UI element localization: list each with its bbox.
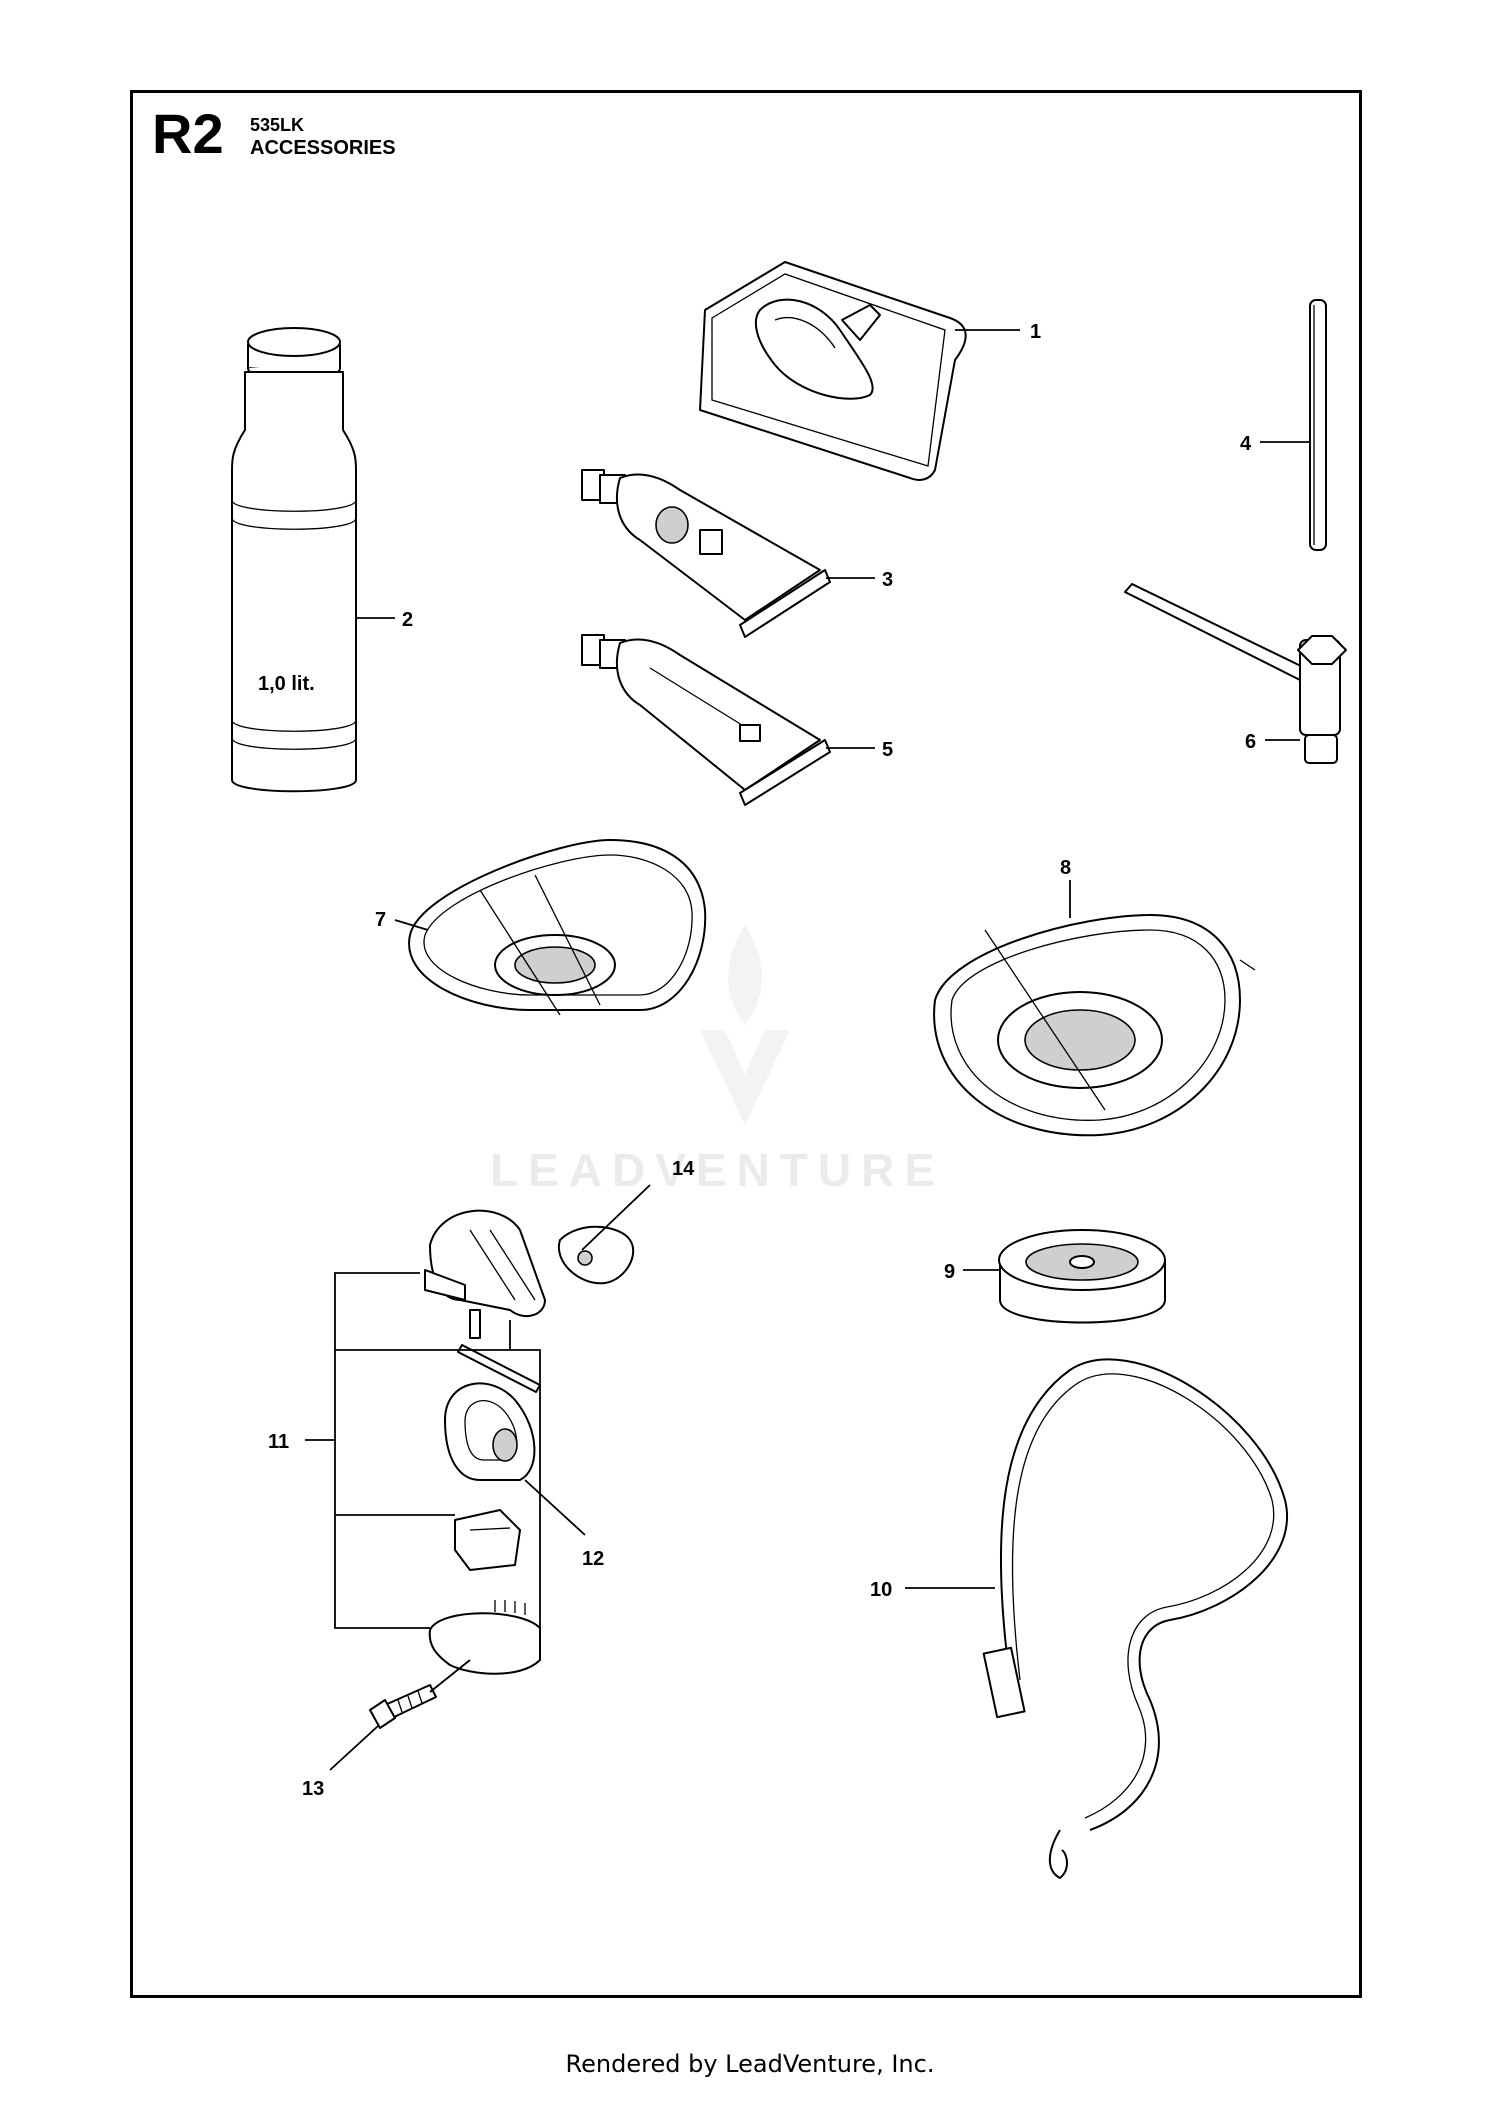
part-3-tube — [581, 469, 875, 638]
diagram-frame — [130, 90, 1362, 1998]
watermark-logo-icon — [700, 925, 790, 1125]
callout-2: 2 — [402, 609, 413, 631]
part-8-guard — [933, 880, 1256, 1137]
callout-5: 5 — [882, 739, 893, 761]
leader-12 — [524, 1479, 586, 1536]
callout-3: 3 — [882, 569, 893, 591]
callout-12: 12 — [582, 1548, 604, 1570]
footer-credit: Rendered by LeadVenture, Inc. — [565, 2050, 935, 2078]
callout-8: 8 — [1060, 857, 1071, 879]
callout-7: 7 — [375, 909, 386, 931]
part-6-spanner — [1124, 583, 1347, 764]
model-name: 535LK — [250, 115, 305, 135]
callout-10: 10 — [870, 1579, 892, 1601]
part-5-tube — [581, 634, 875, 806]
part-11-clamp-assembly — [305, 1209, 546, 1675]
part-10-strap — [905, 1358, 1288, 1879]
part-14-knob — [557, 1184, 651, 1285]
part-1-bag — [699, 261, 1020, 481]
callout-1: 1 — [1030, 321, 1041, 343]
section-code: R2 — [152, 102, 224, 165]
part-2-bottle — [231, 327, 395, 793]
callout-14: 14 — [672, 1158, 695, 1180]
bottle-label: 1,0 lit. — [258, 673, 315, 695]
callout-4: 4 — [1240, 433, 1252, 455]
watermark-text: LEADVENTURE — [490, 1144, 946, 1196]
part-4-pin — [1260, 299, 1327, 551]
callout-11: 11 — [268, 1431, 289, 1453]
part-13-screw — [329, 1659, 471, 1771]
part-9-spool — [963, 1229, 1166, 1324]
callout-9: 9 — [944, 1261, 955, 1283]
section-title: ACCESSORIES — [250, 137, 396, 159]
callout-6: 6 — [1245, 731, 1256, 753]
callout-13: 13 — [302, 1778, 324, 1800]
part-7-guard — [394, 839, 707, 1016]
